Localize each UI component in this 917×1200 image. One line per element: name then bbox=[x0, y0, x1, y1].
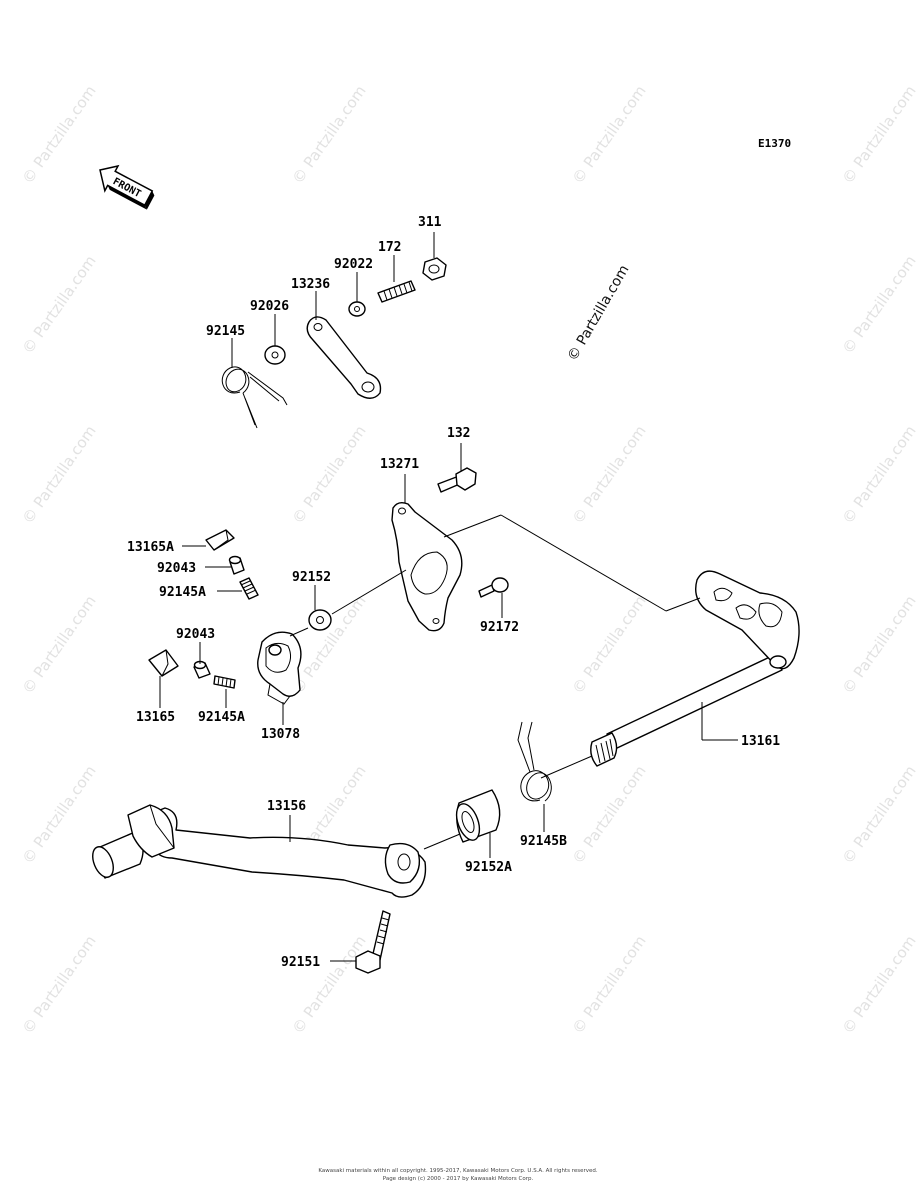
watermark-text: © Partzilla.com bbox=[289, 82, 370, 187]
watermark-text: © Partzilla.com bbox=[569, 932, 650, 1037]
label-92145B: 92145B bbox=[520, 834, 567, 849]
part-92022-washer bbox=[348, 301, 366, 317]
part-311-nut bbox=[422, 257, 447, 281]
label-92043-lower: 92043 bbox=[176, 627, 215, 642]
label-92026: 92026 bbox=[250, 299, 289, 314]
footer-copyright: Kawasaki materials within all copyright.… bbox=[318, 1168, 598, 1174]
label-13165A: 13165A bbox=[127, 540, 174, 555]
part-labels: 311 172 92022 13236 92026 92145 132 1327… bbox=[127, 215, 780, 970]
part-13271-plate bbox=[391, 501, 463, 632]
label-13165: 13165 bbox=[136, 710, 175, 725]
label-13271: 13271 bbox=[380, 457, 419, 472]
watermark-text: © Partzilla.com bbox=[839, 422, 917, 527]
part-92152A-bushing bbox=[455, 789, 501, 843]
label-92145: 92145 bbox=[206, 324, 245, 339]
part-13161-shift-shaft bbox=[590, 570, 800, 767]
watermark-text: © Partzilla.com bbox=[19, 762, 100, 867]
label-311: 311 bbox=[418, 215, 442, 230]
label-172: 172 bbox=[378, 240, 401, 255]
watermark-text: © Partzilla.com bbox=[569, 592, 650, 697]
label-92043-upper: 92043 bbox=[157, 561, 196, 576]
watermark-large: © Partzilla.com bbox=[565, 262, 633, 364]
label-13161: 13161 bbox=[741, 734, 780, 749]
watermark-text: © Partzilla.com bbox=[289, 592, 370, 697]
label-13236: 13236 bbox=[291, 277, 330, 292]
part-13165-pawl bbox=[148, 649, 179, 677]
watermark-text: © Partzilla.com bbox=[289, 422, 370, 527]
part-92145A-spring-upper bbox=[239, 577, 259, 600]
leader-lines bbox=[159, 232, 738, 962]
watermark-layer: © Partzilla.com © Partzilla.com © Partzi… bbox=[19, 82, 917, 1037]
front-arrow-icon: FRONT bbox=[99, 164, 155, 210]
label-92022: 92022 bbox=[334, 257, 373, 272]
watermark-text: © Partzilla.com bbox=[839, 932, 917, 1037]
watermark-text: © Partzilla.com bbox=[839, 762, 917, 867]
label-92151: 92151 bbox=[281, 955, 320, 970]
part-92145B-spring bbox=[517, 721, 552, 802]
watermark-text: © Partzilla.com bbox=[19, 932, 100, 1037]
label-13156: 13156 bbox=[267, 799, 306, 814]
part-92172-screw bbox=[478, 577, 509, 598]
watermark-text: © Partzilla.com bbox=[839, 252, 917, 357]
part-92043-pin-upper bbox=[228, 555, 245, 575]
label-92152: 92152 bbox=[292, 570, 331, 585]
part-13078-shift-drum bbox=[257, 631, 302, 705]
watermark-text: © Partzilla.com bbox=[19, 82, 100, 187]
part-13156-shift-pedal bbox=[92, 804, 427, 898]
diagram-code: E1370 bbox=[758, 137, 791, 150]
label-92152A: 92152A bbox=[465, 860, 512, 875]
part-92151-bolt bbox=[355, 910, 391, 974]
part-172-stud bbox=[377, 280, 416, 303]
watermark-text: © Partzilla.com bbox=[569, 422, 650, 527]
part-132-bolt bbox=[437, 467, 477, 493]
watermark-text: © Partzilla.com bbox=[289, 932, 370, 1037]
watermark-text: © Partzilla.com bbox=[839, 82, 917, 187]
watermark-text: © Partzilla.com bbox=[569, 82, 650, 187]
footer-page-design: Page design (c) 2000 - 2017 by Kawasaki … bbox=[383, 1176, 534, 1182]
part-13165A-pawl bbox=[205, 529, 235, 551]
part-92152-washer bbox=[308, 609, 332, 631]
watermark-text: © Partzilla.com bbox=[19, 592, 100, 697]
watermark-text: © Partzilla.com bbox=[569, 762, 650, 867]
part-13236-lever bbox=[306, 316, 382, 399]
part-92043-pin-lower bbox=[193, 660, 211, 679]
part-92145-spring bbox=[221, 366, 288, 429]
watermark-text: © Partzilla.com bbox=[19, 252, 100, 357]
label-92145A-upper: 92145A bbox=[159, 585, 206, 600]
watermark-text: © Partzilla.com bbox=[839, 592, 917, 697]
watermark-text: © Partzilla.com bbox=[19, 422, 100, 527]
label-13078: 13078 bbox=[261, 727, 300, 742]
part-92145A-spring-lower bbox=[213, 675, 236, 689]
label-92145A-lower: 92145A bbox=[198, 710, 245, 725]
label-132: 132 bbox=[447, 426, 470, 441]
part-92026-washer bbox=[264, 345, 286, 365]
label-92172: 92172 bbox=[480, 620, 519, 635]
